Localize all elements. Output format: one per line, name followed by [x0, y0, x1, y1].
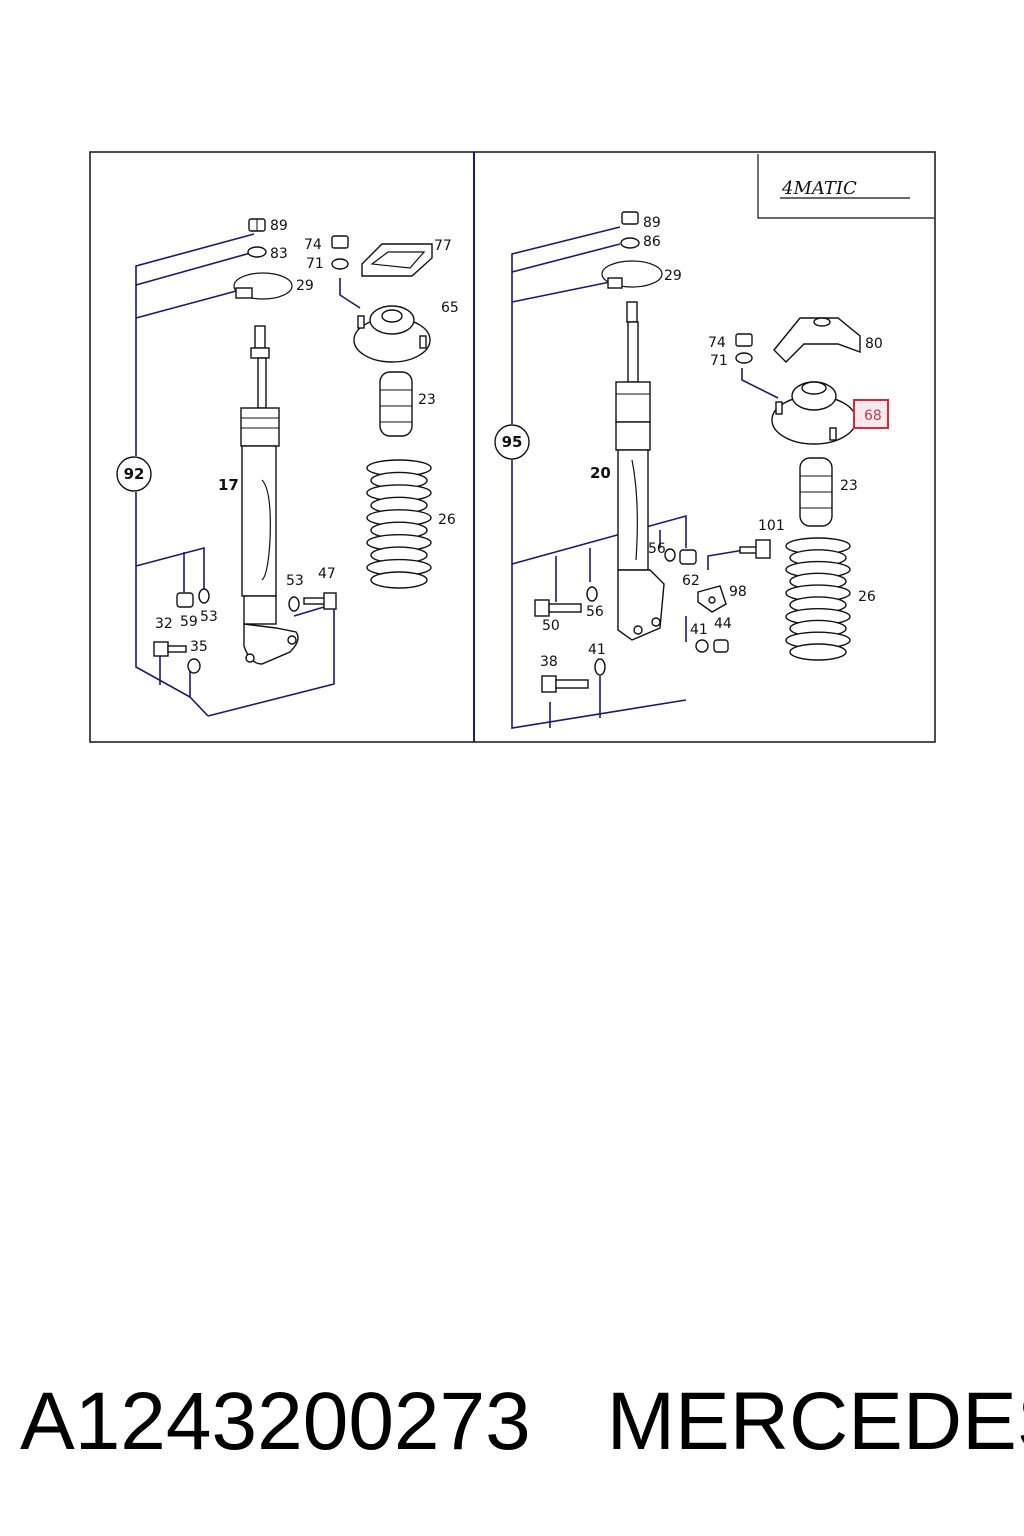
nut-89 — [248, 218, 266, 232]
label-44: 44 — [714, 616, 732, 632]
label-23-right: 23 — [840, 478, 858, 494]
label-98: 98 — [729, 584, 747, 600]
washer-71-right — [735, 352, 753, 364]
label-59: 59 — [180, 614, 198, 630]
clamp-29-right — [601, 260, 663, 289]
clamp-29 — [233, 272, 293, 300]
washer-71 — [331, 258, 349, 270]
nut-74-right — [735, 333, 753, 347]
part-number: A1243200273 — [20, 1376, 531, 1467]
label-86: 86 — [643, 234, 661, 250]
bump-stop-23 — [379, 371, 413, 437]
boot-ring — [789, 643, 847, 661]
label-32: 32 — [155, 616, 173, 632]
group-circle-95 — [494, 424, 530, 460]
label-41b: 41 — [588, 642, 606, 658]
boot-26 — [366, 459, 432, 589]
washer-83 — [247, 246, 267, 258]
label-65: 65 — [441, 300, 459, 316]
label-74: 74 — [304, 237, 322, 253]
boot-26-right — [785, 537, 851, 661]
bolt-50 — [534, 599, 582, 617]
nut-62 — [679, 549, 697, 565]
footer-caption: A1243200273 MERCEDES — [20, 1372, 1024, 1472]
label-74-right: 74 — [708, 335, 726, 351]
washer-35 — [187, 658, 201, 674]
nut-44 — [713, 639, 729, 653]
washer-56a — [664, 548, 676, 562]
boot-ring — [370, 571, 428, 589]
bump-stop-23-right — [799, 457, 833, 527]
washer-53 — [198, 588, 210, 604]
label-53b: 53 — [200, 609, 218, 625]
4matic-badge-text: 4MATIC — [781, 178, 857, 199]
washer-41a — [695, 639, 709, 653]
label-101: 101 — [758, 518, 785, 534]
group-circle-92 — [116, 456, 152, 492]
label-56a: 56 — [648, 541, 666, 557]
label-62: 62 — [682, 573, 700, 589]
strut-mount-68 — [771, 381, 857, 445]
brand-name: MERCEDES — [606, 1376, 1024, 1467]
highlight-box-68 — [853, 399, 889, 429]
right-panel: 95 — [494, 211, 889, 729]
label-41a: 41 — [690, 622, 708, 638]
washer-86 — [620, 237, 640, 249]
label-56b: 56 — [586, 604, 604, 620]
label-89: 89 — [270, 218, 288, 234]
group-number-92: 92 — [124, 465, 145, 483]
diagram-frame — [89, 151, 936, 743]
washer-53b — [288, 596, 300, 612]
label-35: 35 — [190, 639, 208, 655]
label-23: 23 — [418, 392, 436, 408]
washer-56b — [586, 586, 598, 602]
bolt-38 — [541, 675, 589, 693]
label-29-right: 29 — [664, 268, 682, 284]
sensor-bracket-98 — [697, 585, 727, 613]
label-71: 71 — [306, 256, 324, 272]
bolt-47 — [303, 592, 337, 610]
label-26-right: 26 — [858, 589, 876, 605]
label-29: 29 — [296, 278, 314, 294]
left-panel: 92 — [116, 218, 459, 717]
4matic-badge: 4MATIC — [757, 154, 934, 219]
right-bracket-lines — [511, 226, 779, 729]
highlight-label-68: 68 — [864, 408, 882, 424]
nut-89-right — [621, 211, 639, 225]
label-50: 50 — [542, 618, 560, 634]
label-53a: 53 — [286, 573, 304, 589]
cover-77 — [361, 243, 433, 277]
washer-41b — [594, 658, 606, 676]
label-71-right: 71 — [710, 353, 728, 369]
label-89-right: 89 — [643, 215, 661, 231]
label-80: 80 — [865, 336, 883, 352]
nut-74 — [331, 235, 349, 249]
group-number-95: 95 — [502, 433, 523, 451]
bracket-80 — [773, 317, 861, 363]
strut-20 — [615, 301, 665, 641]
nut-59 — [176, 592, 194, 608]
bolt-101 — [739, 539, 771, 559]
left-bracket-lines — [135, 233, 361, 717]
bolt-32 — [153, 641, 187, 657]
strut-mount-65 — [353, 305, 431, 363]
label-26: 26 — [438, 512, 456, 528]
label-38: 38 — [540, 654, 558, 670]
shock-absorber-17 — [240, 325, 299, 665]
label-20: 20 — [590, 464, 611, 482]
label-47: 47 — [318, 566, 336, 582]
label-83: 83 — [270, 246, 288, 262]
label-77: 77 — [434, 238, 452, 254]
label-17: 17 — [218, 476, 239, 494]
